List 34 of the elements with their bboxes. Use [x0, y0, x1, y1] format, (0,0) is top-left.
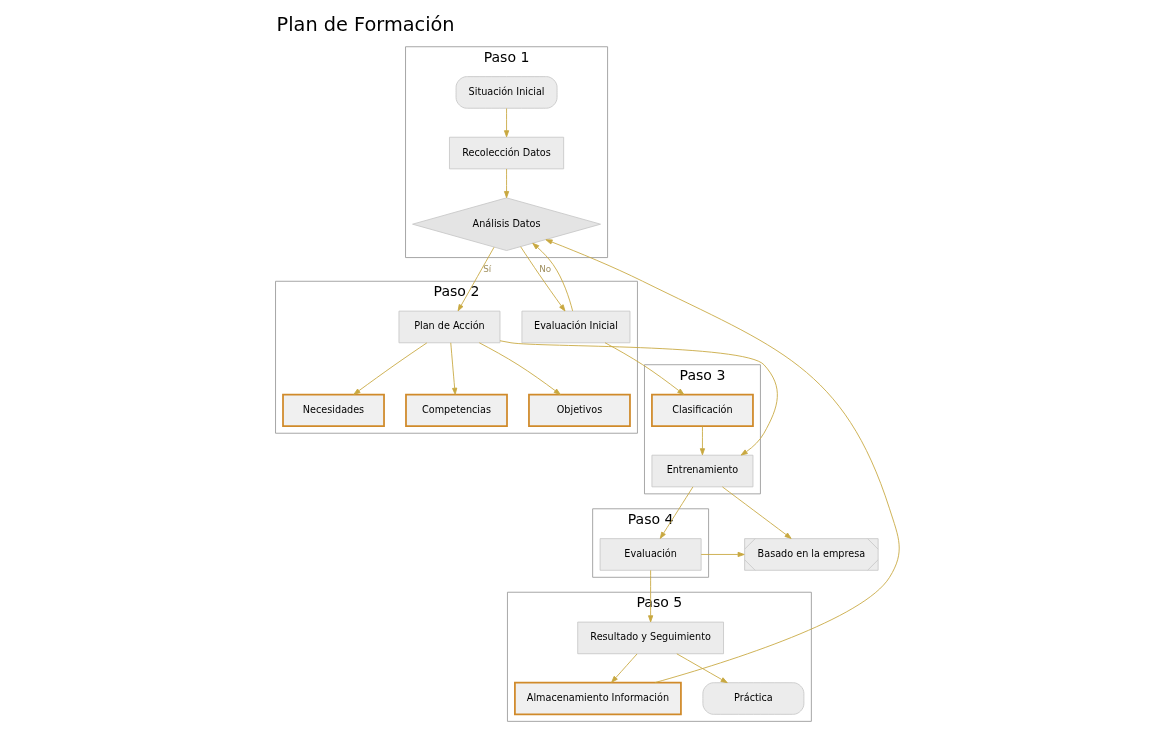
- arrow: [700, 551, 745, 558]
- arrow: [531, 242, 573, 312]
- arrow: [699, 426, 705, 456]
- node-box: Recolección Datos: [448, 136, 564, 170]
- arrow: [721, 486, 792, 539]
- node-box: Plan de Acción: [398, 310, 500, 344]
- arrow: [519, 246, 565, 312]
- arrow: [604, 342, 684, 395]
- arrow: [499, 340, 778, 456]
- arrow: [457, 246, 494, 312]
- arrow: [503, 168, 509, 199]
- node-box: Almacenamiento Información: [513, 681, 682, 716]
- node-box: Evaluación Inicial: [521, 310, 630, 344]
- node-box: Entrenamiento: [651, 454, 753, 488]
- arrow: [659, 486, 693, 539]
- node-box: Necesidades: [281, 393, 385, 428]
- diagram-title: Plan de Formación: [276, 12, 455, 36]
- arrow: [352, 342, 427, 395]
- arrow: [647, 569, 653, 623]
- node-box: Objetivos: [527, 393, 631, 428]
- node-box: Resultado y Seguimiento: [576, 621, 724, 655]
- arrow: [544, 239, 900, 684]
- arrow: [449, 342, 457, 395]
- edge-label: Sí: [482, 263, 491, 274]
- node-box: Clasificación: [650, 393, 754, 428]
- node-box: Evaluación: [599, 538, 702, 571]
- arrow: [478, 342, 561, 395]
- arrow: [503, 108, 509, 138]
- arrow: [675, 653, 728, 684]
- node-box: Práctica: [701, 682, 804, 715]
- arrow: [610, 653, 637, 683]
- edge-label: No: [538, 263, 551, 274]
- node-box: Competencias: [404, 393, 508, 428]
- node-box: Situación Inicial: [455, 76, 557, 109]
